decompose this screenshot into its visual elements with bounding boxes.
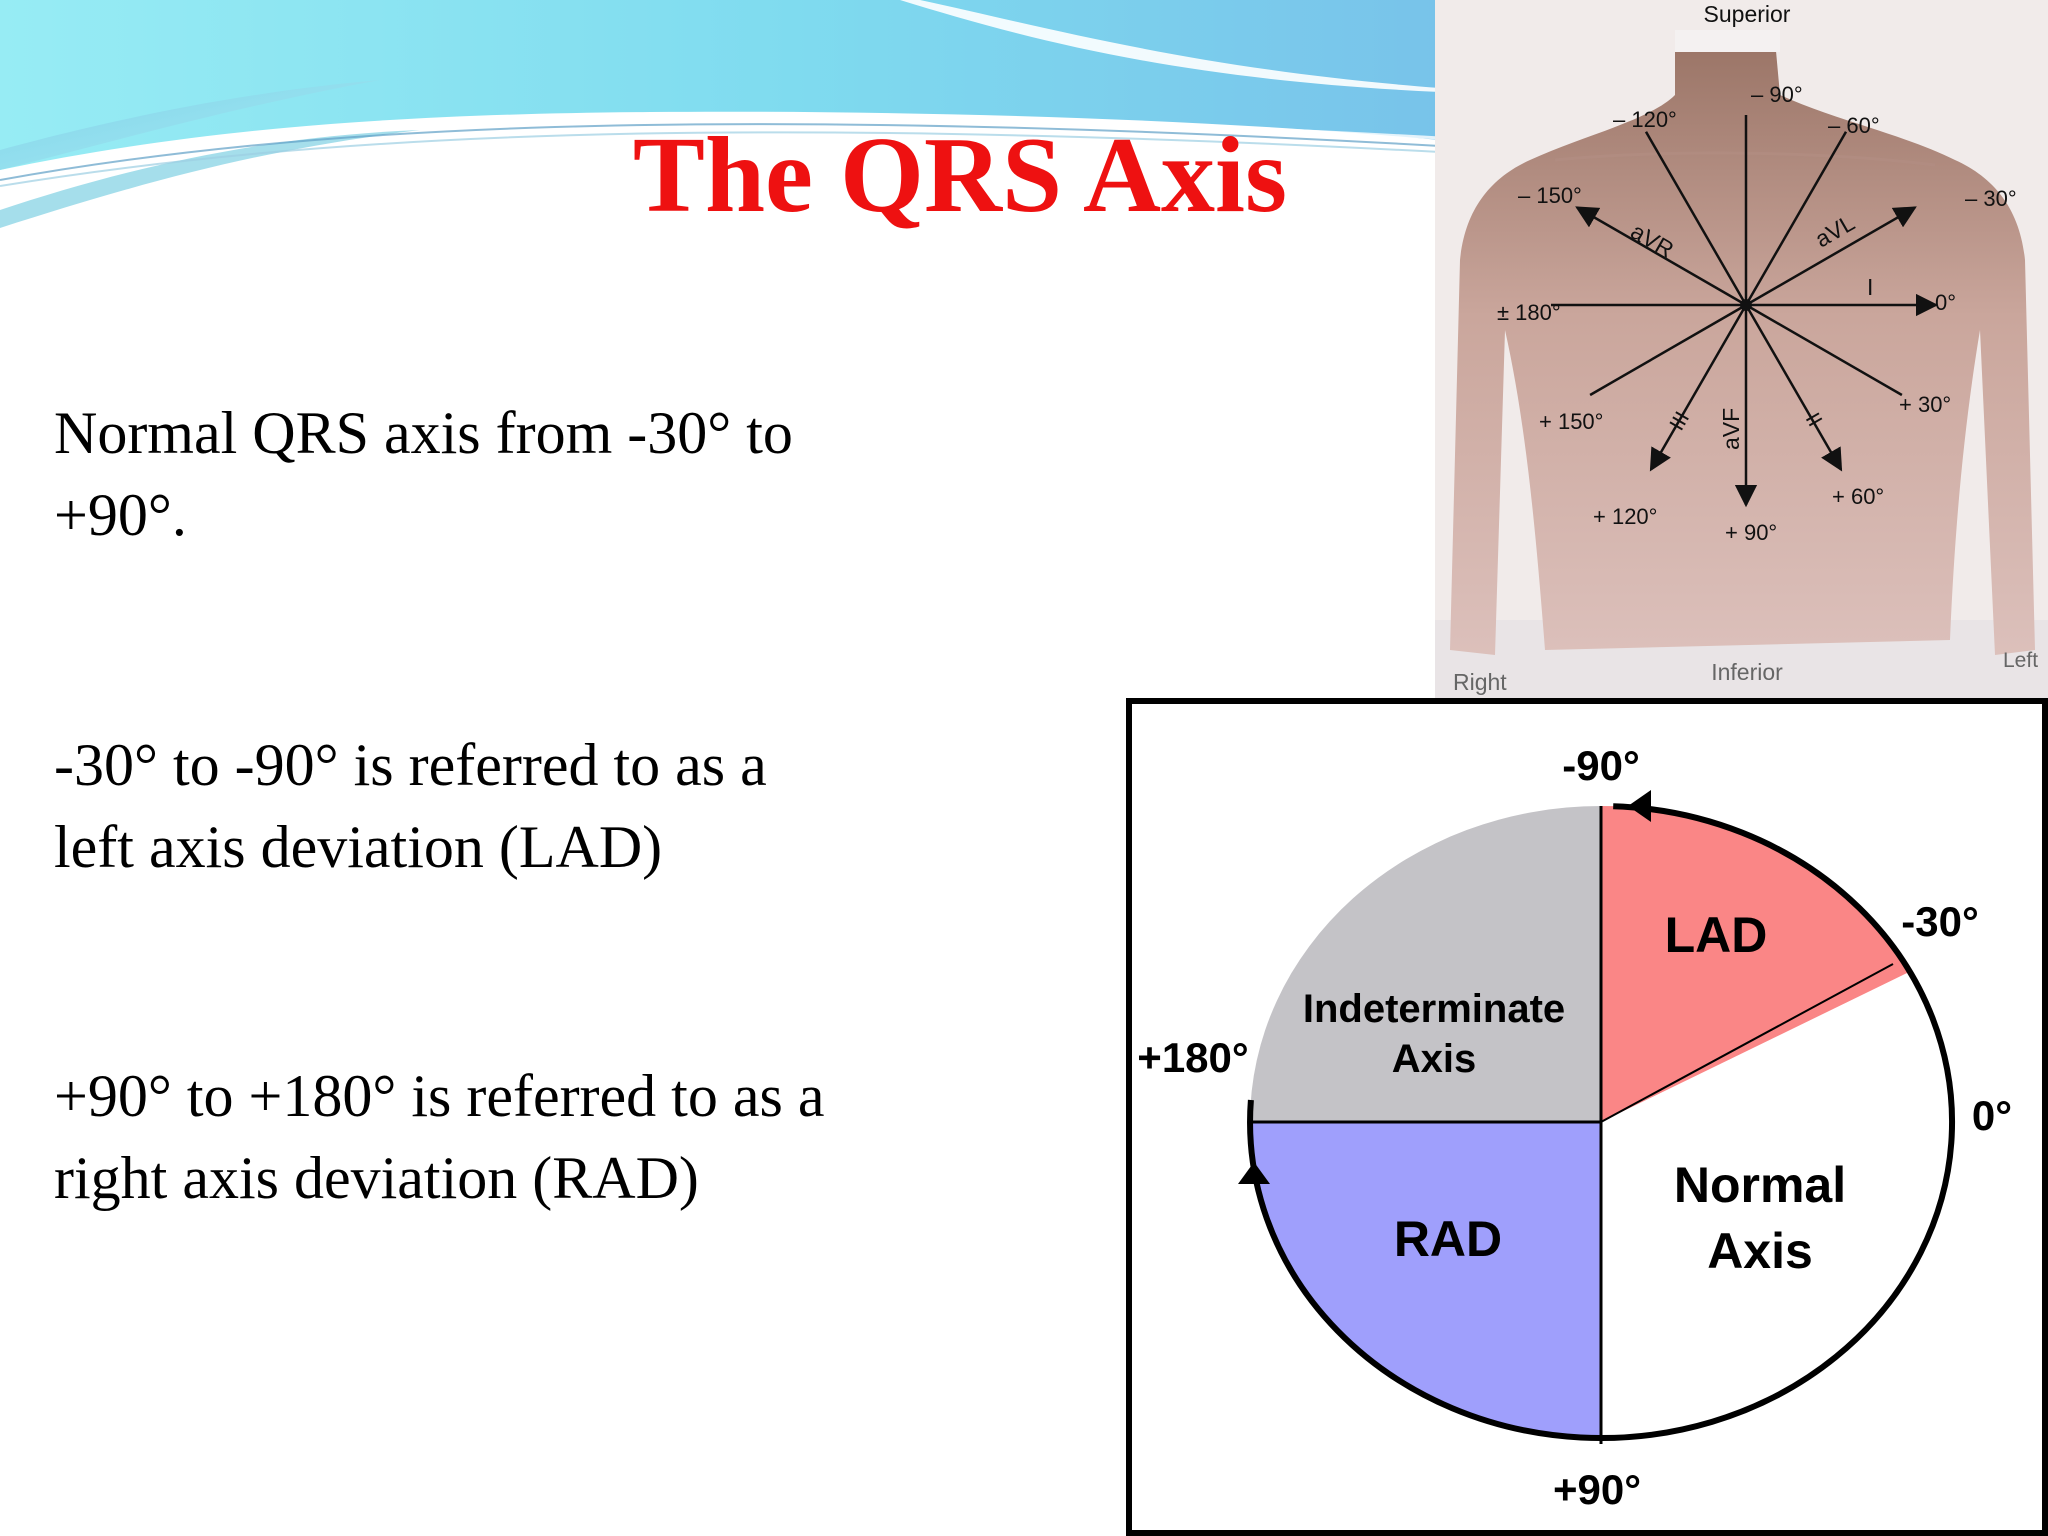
arrow-head-top-icon bbox=[1628, 790, 1651, 822]
angle-label: + 90° bbox=[1725, 520, 1777, 545]
normal-axis-paragraph: Normal QRS axis from -30° to +90°. bbox=[54, 392, 1074, 556]
header-wave-decoration bbox=[0, 0, 1440, 228]
angle-label: – 30° bbox=[1965, 186, 2017, 211]
angle-label: – 90° bbox=[1751, 82, 1803, 107]
lad-label: LAD bbox=[1665, 907, 1768, 963]
left-side-label: Left bbox=[2003, 649, 2038, 672]
text-line: Normal QRS axis from -30° to bbox=[54, 400, 793, 466]
indeterminate-label-line1: Indeterminate bbox=[1303, 987, 1565, 1031]
right-side-label: Right bbox=[1453, 669, 1507, 695]
minus-90-label: -90° bbox=[1562, 742, 1640, 789]
text-line: right axis deviation (RAD) bbox=[54, 1145, 699, 1211]
lead-ray bbox=[1745, 303, 1903, 397]
angle-label: – 120° bbox=[1613, 107, 1677, 132]
zero-degree-label: 0° bbox=[1972, 1092, 2012, 1139]
angle-label: 0° bbox=[1935, 290, 1956, 315]
normal-axis-label-line2: Axis bbox=[1707, 1223, 1813, 1279]
angle-label: + 60° bbox=[1832, 484, 1884, 509]
axis-center-dot bbox=[1740, 299, 1752, 311]
hexaxial-lead-lines bbox=[1551, 115, 1939, 508]
axis-wheel-figure: -90° -30° 0° +180° +90° LAD Indeterminat… bbox=[1126, 698, 2048, 1536]
lead-label-avf: aVF bbox=[1718, 408, 1744, 450]
rad-sector bbox=[1250, 1122, 1601, 1438]
minus-30-divider bbox=[1600, 963, 1894, 1123]
superior-label: Superior bbox=[1704, 1, 1791, 27]
torso-silhouette bbox=[1450, 40, 2035, 655]
inferior-label: Inferior bbox=[1711, 659, 1783, 685]
lead-ray bbox=[1644, 131, 1748, 306]
lead-ray bbox=[1589, 303, 1747, 397]
text-line: left axis deviation (LAD) bbox=[54, 814, 663, 880]
lead-ray bbox=[1744, 304, 1843, 472]
lead-label-i: I bbox=[1867, 274, 1873, 300]
normal-axis-label-line1: Normal bbox=[1674, 1157, 1846, 1213]
lead-ray bbox=[1745, 206, 1917, 307]
normal-axis-sector bbox=[1601, 971, 1953, 1438]
text-line: +90°. bbox=[54, 482, 187, 548]
lead-ray bbox=[1649, 304, 1748, 472]
rad-paragraph: +90° to +180° is referred to as a right … bbox=[54, 1055, 1074, 1219]
wheel-outline bbox=[1247, 803, 1955, 1442]
hexaxial-torso-figure: Superior Inferior Right Left – 90° – 120… bbox=[1435, 0, 2048, 700]
angle-label: + 150° bbox=[1539, 409, 1603, 434]
minus-30-label: -30° bbox=[1901, 898, 1979, 945]
angle-label: ± 180° bbox=[1497, 300, 1561, 325]
lad-paragraph: -30° to -90° is referred to as a left ax… bbox=[54, 724, 1074, 888]
arrow-head-left-icon bbox=[1238, 1162, 1270, 1184]
rad-label: RAD bbox=[1394, 1211, 1502, 1267]
angle-label: + 120° bbox=[1593, 504, 1657, 529]
angle-label: – 60° bbox=[1828, 113, 1880, 138]
angle-label: – 150° bbox=[1518, 183, 1582, 208]
text-line: +90° to +180° is referred to as a bbox=[54, 1063, 825, 1129]
plus-90-label: +90° bbox=[1553, 1466, 1641, 1513]
slide-title: The QRS Axis bbox=[632, 116, 1288, 235]
angle-label: + 30° bbox=[1899, 392, 1951, 417]
indeterminate-label-line2: Axis bbox=[1392, 1037, 1477, 1081]
text-line: -30° to -90° is referred to as a bbox=[54, 732, 767, 798]
plus-180-label: +180° bbox=[1137, 1034, 1248, 1081]
lead-ray bbox=[1744, 131, 1848, 306]
lead-ray bbox=[1575, 206, 1747, 307]
indeterminate-axis-sector bbox=[1250, 806, 1601, 1122]
